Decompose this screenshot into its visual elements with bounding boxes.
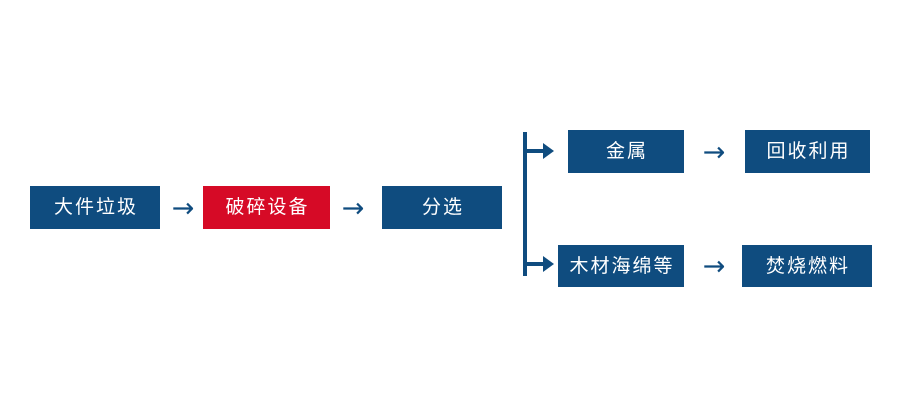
branch-arrowhead-icon-metal [543,143,554,159]
arrow-right-icon-wood-to-fuel: → [702,250,726,282]
branch-arrowhead-icon-wood [543,256,554,272]
node-metal-label: 金属 [605,140,648,162]
node-recycling: 回收利用 [745,130,870,173]
arrow-right-icon-metal-to-recycle: → [702,136,726,168]
node-crushing-equipment-label: 破碎设备 [225,196,310,218]
branch-stub-wood [523,262,545,266]
node-bulky-waste: 大件垃圾 [30,186,160,229]
node-metal: 金属 [568,130,684,173]
node-sorting: 分选 [382,186,502,229]
node-wood-sponge: 木材海绵等 [558,245,684,287]
node-bulky-waste-label: 大件垃圾 [53,196,138,218]
branch-stub-metal [523,149,545,153]
arrow-right-icon-crusher-to-sorting: → [341,192,365,224]
node-wood-sponge-label: 木材海绵等 [569,254,675,277]
node-crushing-equipment: 破碎设备 [203,186,330,229]
branch-trunk-line [523,132,527,276]
node-incineration-fuel-label: 焚烧燃料 [765,254,850,277]
node-incineration-fuel: 焚烧燃料 [742,245,872,287]
node-recycling-label: 回收利用 [766,140,851,162]
arrow-right-icon-input-to-crusher: → [171,192,195,224]
node-sorting-label: 分选 [421,196,464,218]
